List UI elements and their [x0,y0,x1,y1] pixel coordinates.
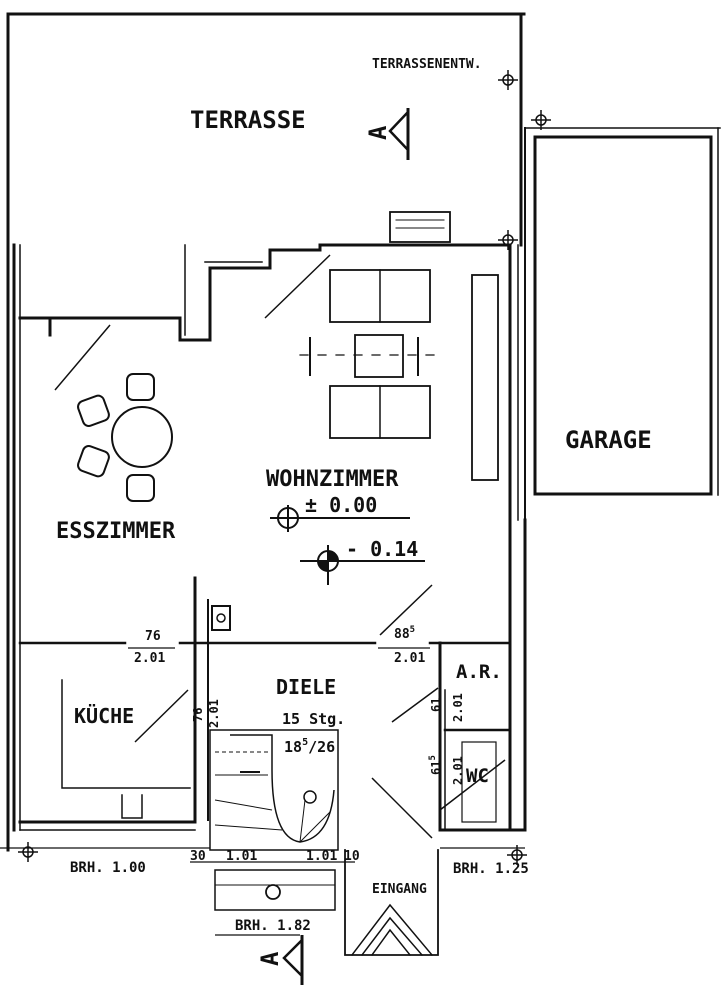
interior-walls [18,211,512,957]
level-marker-lower [300,545,425,585]
diele-label: DIELE [276,675,336,699]
section-marker-top [388,108,410,160]
dim-30: 30 [190,849,206,864]
brh-wc-label: BRH. 1.25 [453,861,529,877]
level-lower-label: - 0.14 [346,537,418,561]
diele-door-width: 76 [191,708,205,722]
dim-101-left: 1.01 [226,849,257,864]
section-marker-bottom [282,935,304,985]
kitchen-door-height: 2.01 [134,651,165,666]
terrassenentw-label: TERRASSENENTW. [372,57,482,72]
dining-table [77,373,173,502]
stair-rise-label: 185/26 [284,737,335,756]
dimension-lines [0,647,525,936]
kitchen-door-width: 76 [145,629,161,644]
stair-count-label: 15 Stg. [282,710,345,728]
wc-door-width: 615 [428,755,443,775]
wc-door-height: 2.01 [451,756,465,785]
living-door-height: 2.01 [394,651,425,666]
section-label-top: A [364,125,392,140]
living-room-sofas [299,269,441,439]
dim-101-right: 1.01 [306,849,337,864]
garage-label: GARAGE [565,426,652,454]
outlet-symbols [18,70,551,865]
outer-walls [6,12,527,852]
esszimmer-label: ESSZIMMER [56,519,176,544]
wc-label: WC [466,765,489,787]
wohnzimmer-label: WOHNZIMMER [266,467,399,492]
door-swings [54,254,506,839]
level-marker-main [270,505,410,532]
ar-label: A.R. [456,661,502,683]
spiral-staircase [209,729,339,911]
eingang-label: EINGANG [372,882,427,897]
level-main-label: ± 0.00 [305,493,377,517]
terrasse-label: TERRASSE [190,106,306,134]
brh-kitchen-label: BRH. 1.00 [70,860,146,876]
ar-door-height: 2.01 [451,693,465,722]
garage-outline [524,127,721,521]
diele-door-height: 2.01 [207,699,221,728]
ar-door-width: 61 [429,698,443,712]
kueche-label: KÜCHE [74,704,134,728]
section-label-bottom: A [256,951,284,966]
dim-10: 10 [344,849,360,864]
living-door-width: 885 [394,625,415,642]
brh-stair-label: BRH. 1.82 [235,918,311,934]
